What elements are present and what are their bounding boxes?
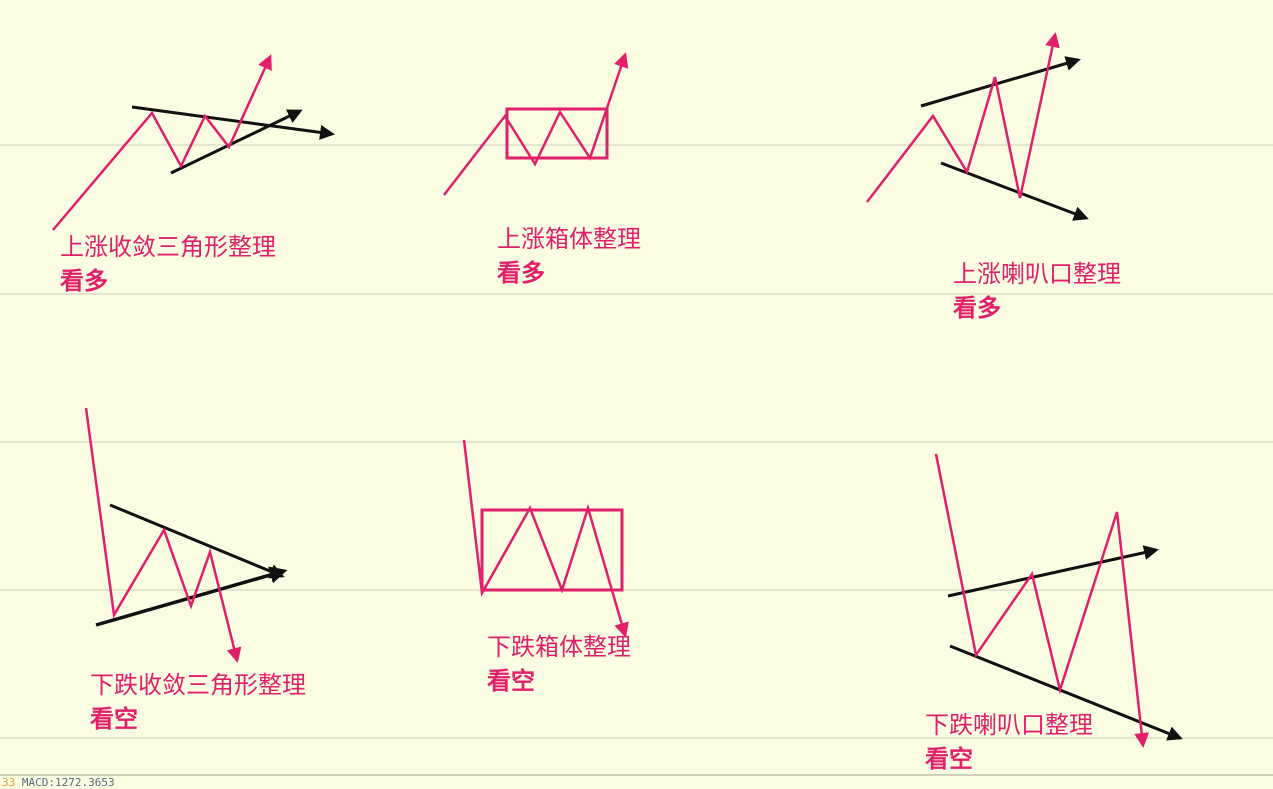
price-path <box>934 453 1150 748</box>
pattern-label-ascending-box: 上涨箱体整理 看多 <box>497 222 641 290</box>
pattern-descending-broadening <box>934 453 1183 748</box>
pattern-title: 上涨收敛三角形整理 <box>60 233 276 261</box>
pattern-label-ascending-broadening: 上涨喇叭口整理 看多 <box>953 257 1121 325</box>
price-path <box>443 52 629 196</box>
price-path <box>462 439 629 638</box>
status-prefix: 33 <box>2 776 16 789</box>
pattern-outlook: 看多 <box>60 267 108 295</box>
upper-trendline <box>131 105 335 140</box>
macd-value: MACD:1272.3653 <box>21 776 115 789</box>
lower-trendline <box>940 161 1089 221</box>
pattern-ascending-box <box>443 52 629 196</box>
price-path <box>52 54 272 231</box>
lower-trendline <box>170 109 303 175</box>
grid-line <box>0 589 1273 591</box>
pattern-ascending-broadening <box>866 32 1089 221</box>
pattern-outlook: 看空 <box>925 745 973 773</box>
pattern-descending-triangle <box>84 407 288 663</box>
chart-bottom-border <box>0 774 1273 776</box>
lower-trendline <box>95 566 288 627</box>
pattern-title: 上涨箱体整理 <box>497 225 641 253</box>
pattern-title: 下跌收敛三角形整理 <box>90 671 306 699</box>
pattern-label-descending-broadening: 下跌喇叭口整理 看空 <box>925 708 1093 776</box>
grid-line <box>0 737 1273 739</box>
pattern-descending-box <box>462 439 629 638</box>
upper-trendline <box>920 56 1081 108</box>
pattern-label-descending-box: 下跌箱体整理 看空 <box>487 630 631 698</box>
grid-line <box>0 441 1273 443</box>
indicator-status-bar: 33 MACD:1272.3653 <box>2 777 115 789</box>
grid-line <box>0 293 1273 295</box>
upper-trendline <box>109 503 285 579</box>
box-range <box>505 107 609 160</box>
box-range <box>480 508 624 592</box>
pattern-outlook: 看多 <box>953 294 1001 322</box>
pattern-title: 下跌箱体整理 <box>487 633 631 661</box>
pattern-outlook: 看多 <box>497 259 545 287</box>
price-path <box>84 407 242 663</box>
pattern-outlook: 看空 <box>487 667 535 695</box>
pattern-title: 上涨喇叭口整理 <box>953 260 1121 288</box>
grid-line <box>0 144 1273 146</box>
pattern-label-ascending-triangle: 上涨收敛三角形整理 看多 <box>60 230 276 298</box>
price-path <box>866 32 1060 203</box>
pattern-label-descending-triangle: 下跌收敛三角形整理 看空 <box>90 668 306 736</box>
pattern-outlook: 看空 <box>90 705 138 733</box>
pattern-title: 下跌喇叭口整理 <box>925 711 1093 739</box>
pattern-ascending-triangle <box>52 54 335 231</box>
